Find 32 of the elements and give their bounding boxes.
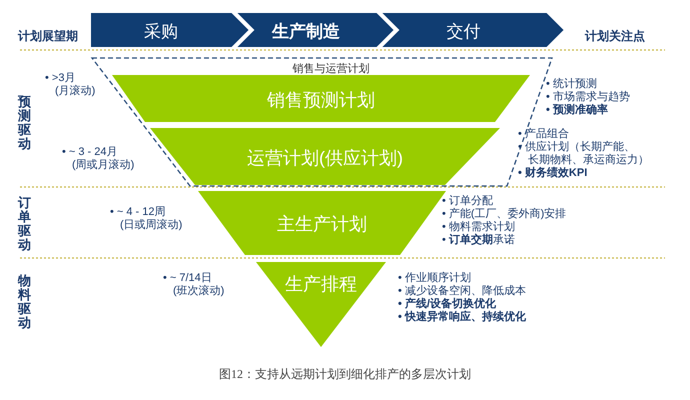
time-horizon-text: • ~ 3 - 24月 (周或月滚动) — [62, 146, 136, 172]
time-horizon-text: • ~ 4 - 12周 (日或周滚动) — [110, 206, 184, 232]
list-item: • 财务绩效KPI — [518, 167, 588, 180]
stage-label: 采购 — [144, 21, 178, 43]
list-item: • 作业顺序计划 — [398, 272, 472, 284]
figure-caption: 图12：支持从远期计划到细化排产的多层次计划 — [219, 366, 471, 383]
list-item: • 快速异常响应、持续优化 — [398, 311, 527, 324]
plan-label: 销售预测计划 — [267, 88, 375, 112]
list-item: • 产品组合 — [518, 128, 570, 140]
list-item: • 统计预测 — [546, 78, 598, 90]
list-item: • 减少设备空闲、降低成本 — [398, 285, 527, 298]
list-item: • 订单分配 — [442, 195, 494, 208]
list-item: • 预测准确率 — [546, 104, 609, 117]
list-item: • 物料需求计划 — [442, 221, 516, 234]
stage-label: 交付 — [446, 21, 480, 43]
plan-label: 主生产计划 — [277, 213, 367, 236]
time-horizon-text: • ~ 7/14日 (班次滚动) — [163, 272, 226, 298]
stage-label: 生产制造 — [272, 21, 340, 43]
list-item: • 订单交期承诺 — [442, 234, 516, 247]
list-item: • 市场需求与趋势 — [546, 91, 631, 104]
row-heading: 预测驱动 — [18, 95, 32, 151]
list-item: • 产能(工厂、委外商)安排 — [442, 208, 568, 221]
group-heading: 销售与运营计划 — [292, 62, 370, 76]
column-heading: 计划关注点 — [585, 30, 646, 43]
list-item: • 产线/设备切换优化 — [398, 298, 497, 310]
list-item: • 供应计划（长期产能、长期物料、承运商运力） — [518, 141, 650, 166]
plan-label: 生产排程 — [285, 273, 357, 296]
column-heading: 计划展望期 — [18, 30, 79, 43]
plan-label: 运营计划(供应计划) — [247, 146, 403, 170]
row-heading: 物料驱动 — [18, 274, 32, 330]
row-heading: 订单驱动 — [18, 196, 32, 252]
time-horizon-text: • >3月 (月滚动) — [45, 72, 96, 98]
